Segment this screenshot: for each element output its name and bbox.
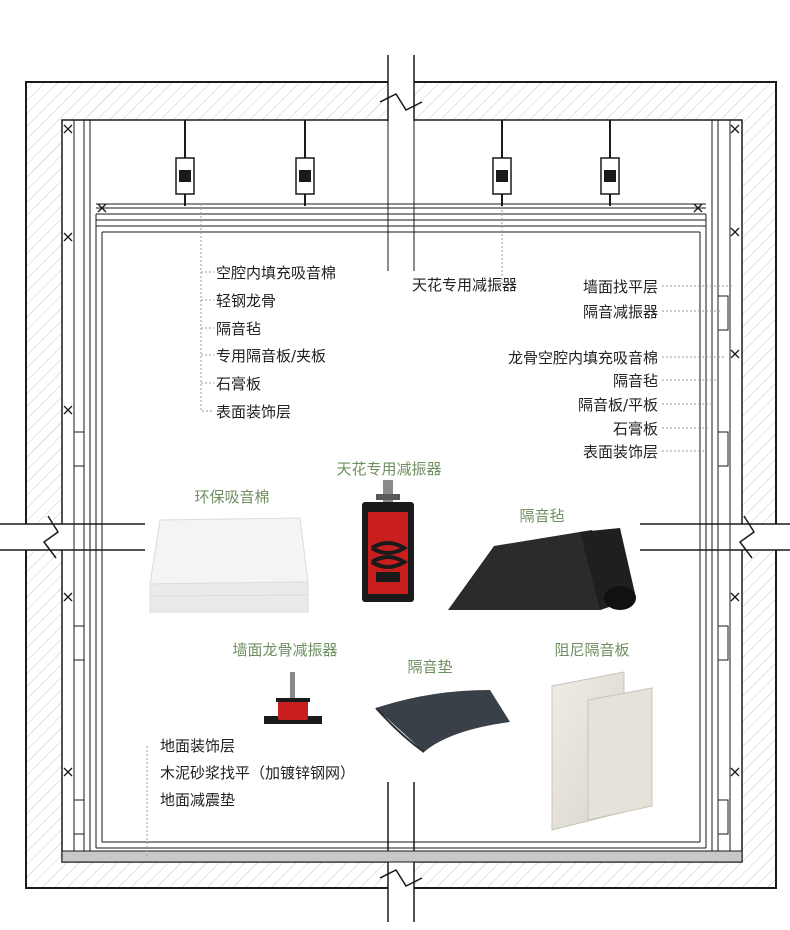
floor-layers xyxy=(61,841,743,863)
product-label-group: 环保吸音棉 天花专用减振器 隔音毡 墙面龙骨减振器 隔音垫 阻尼隔音板 xyxy=(194,460,629,676)
ceiling-isolator-2 xyxy=(295,120,315,206)
ceiling-label: 空腔内填充吸音棉 xyxy=(216,264,336,282)
wall-label-group: 墙面找平层 隔音减振器 龙骨空腔内填充吸音棉 隔音毡 隔音板/平板 石膏板 表面… xyxy=(508,278,658,461)
ceiling-isolator-3 xyxy=(492,120,512,206)
ceiling-label: 石膏板 xyxy=(216,375,261,393)
ceiling-isolator-label: 天花专用减振器 xyxy=(412,276,517,294)
acoustic-pad-image xyxy=(375,690,510,753)
sound-absorbing-cotton-image xyxy=(149,517,309,613)
wall-label: 隔音减振器 xyxy=(583,303,658,321)
product-label-cotton: 环保吸音棉 xyxy=(194,488,269,506)
floor-label: 木泥砂浆找平（加镀锌钢网） xyxy=(160,764,355,782)
wall-isolator-brackets xyxy=(73,295,729,835)
wall-isolator-image xyxy=(264,672,322,724)
wall-label: 表面装饰层 xyxy=(583,443,658,461)
ceiling-layers xyxy=(96,203,706,233)
product-label-pad: 隔音垫 xyxy=(407,658,452,676)
product-label-damping-board: 阻尼隔音板 xyxy=(554,641,629,659)
fastener-marks xyxy=(63,124,740,777)
damping-board-image xyxy=(551,671,653,831)
ceiling-isolators xyxy=(175,120,620,206)
floor-label-group: 地面装饰层 木泥砂浆找平（加镀锌钢网） 地面减震垫 xyxy=(160,737,355,809)
ceiling-label: 表面装饰层 xyxy=(216,403,291,421)
ceiling-label-group: 空腔内填充吸音棉 轻钢龙骨 隔音毡 专用隔音板/夹板 石膏板 表面装饰层 天花专… xyxy=(216,264,517,421)
acoustic-felt-roll-image xyxy=(448,528,636,610)
wall-label: 墙面找平层 xyxy=(583,278,658,296)
floor-label: 地面减震垫 xyxy=(160,791,235,809)
wall-layers xyxy=(73,120,731,862)
ceiling-isolator-1 xyxy=(175,120,195,206)
wall-label: 石膏板 xyxy=(613,420,658,438)
product-label-ceiling-isolator: 天花专用减振器 xyxy=(336,460,441,478)
ceiling-label: 轻钢龙骨 xyxy=(216,292,276,310)
ceiling-isolator-4 xyxy=(600,120,620,206)
ceiling-label: 专用隔音板/夹板 xyxy=(216,347,326,365)
product-label-wall-isolator: 墙面龙骨减振器 xyxy=(232,641,337,659)
wall-breaks xyxy=(0,55,790,922)
product-label-felt: 隔音毡 xyxy=(519,507,564,525)
wall-label: 隔音毡 xyxy=(613,372,658,390)
ceiling-label: 隔音毡 xyxy=(216,320,261,338)
floor-label: 地面装饰层 xyxy=(160,737,235,755)
ceiling-isolator-image xyxy=(362,480,414,602)
wall-label: 隔音板/平板 xyxy=(578,396,658,414)
wall-label: 龙骨空腔内填充吸音棉 xyxy=(508,349,658,367)
leader-lines xyxy=(146,204,734,858)
